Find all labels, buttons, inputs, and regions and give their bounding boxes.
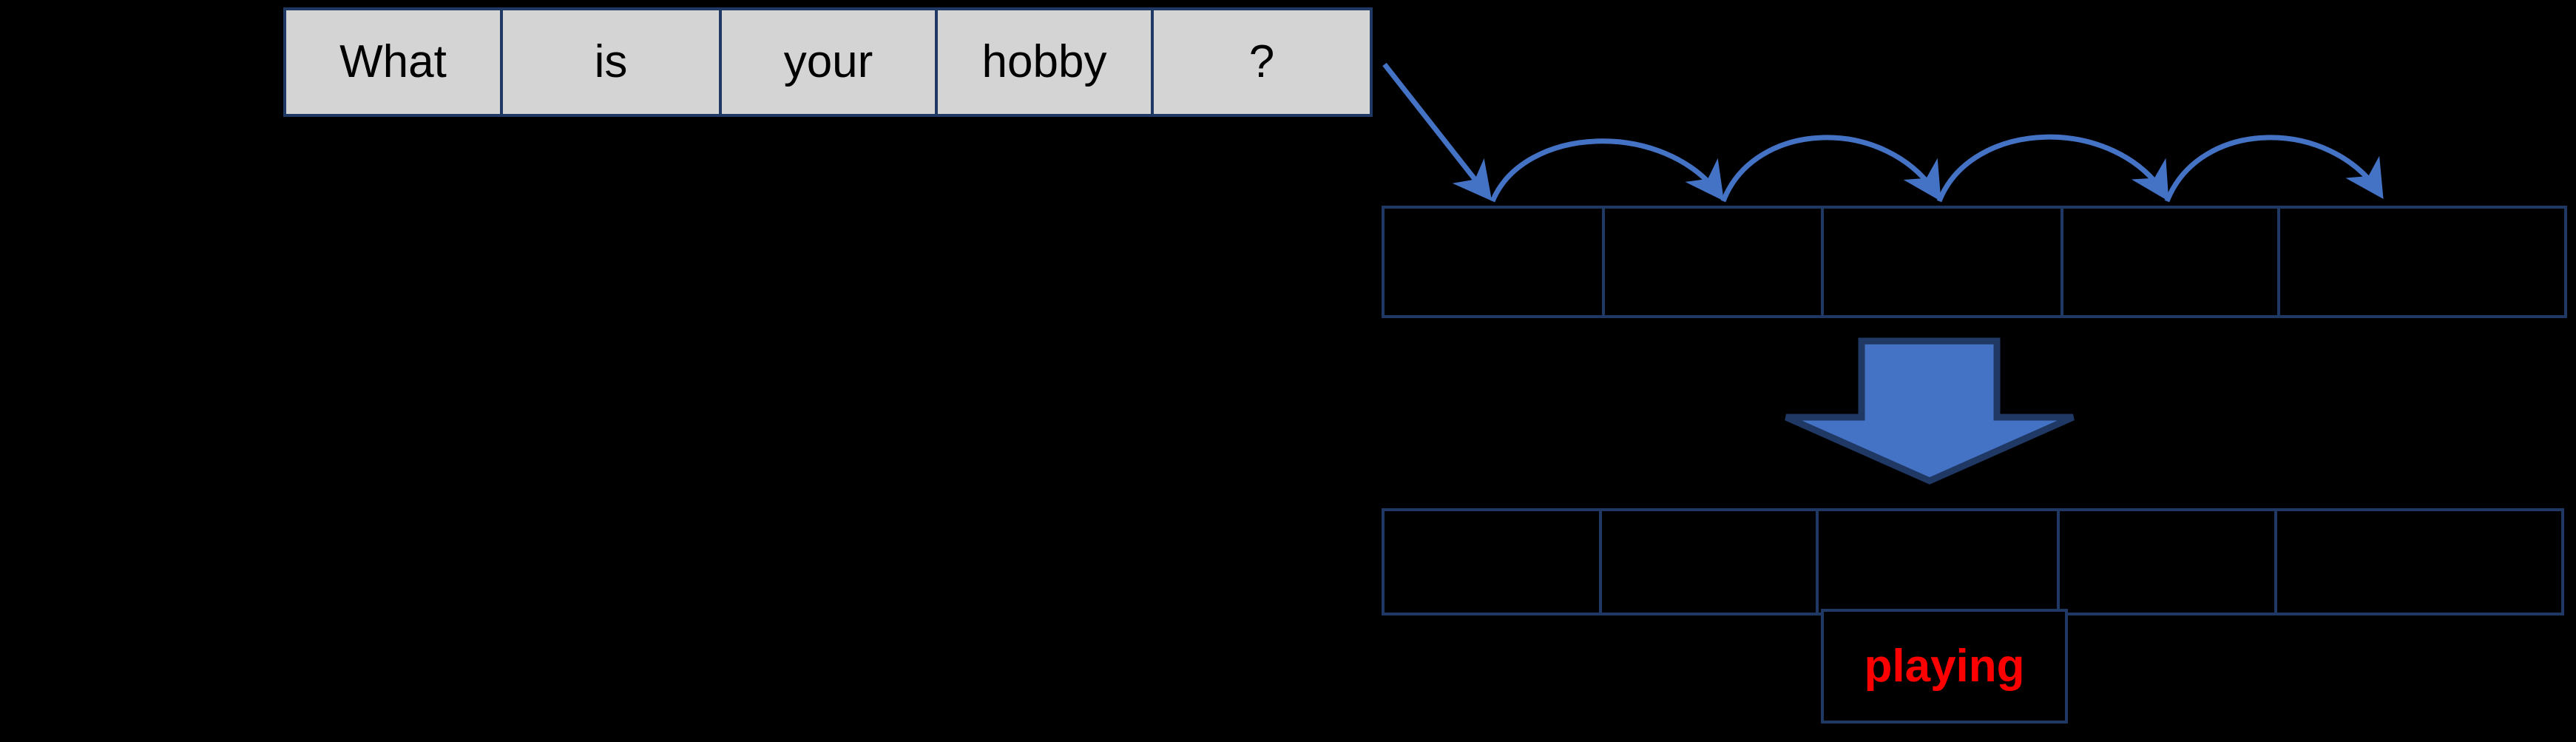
decoder-cell-2[interactable] xyxy=(1816,508,2060,615)
generated-word-label: playing xyxy=(1864,640,2025,692)
decoder-cell-1[interactable] xyxy=(1599,508,1819,615)
decoder-cell-4[interactable] xyxy=(2274,508,2564,615)
source-cell-label: is xyxy=(594,36,628,87)
encoder-cell-3[interactable] xyxy=(2061,206,2280,318)
encoder-to-decoder-block-arrow xyxy=(1785,337,2075,485)
recurrent-arc-1 xyxy=(1490,138,1724,203)
encoder-cell-0[interactable] xyxy=(1382,206,1605,318)
decoder-cell-3[interactable] xyxy=(2057,508,2277,615)
encoder-cell-4[interactable] xyxy=(2277,206,2567,318)
recurrent-arc-2 xyxy=(1720,135,1941,203)
source-cell-label: ? xyxy=(1248,36,1275,87)
recurrent-arc-3 xyxy=(1936,134,2169,203)
source-cell-2[interactable]: your xyxy=(719,7,938,117)
source-cell-label: What xyxy=(339,36,447,87)
source-cell-0[interactable]: What xyxy=(283,7,503,117)
source-cell-1[interactable]: is xyxy=(500,7,722,117)
recurrent-arc-4 xyxy=(2164,135,2384,203)
generated-word-box[interactable]: playing xyxy=(1821,609,2068,724)
decoder-cell-0[interactable] xyxy=(1382,508,1602,615)
decoder-states-row xyxy=(1382,508,2564,615)
source-cell-label: hobby xyxy=(981,36,1107,87)
source-cell-3[interactable]: hobby xyxy=(935,7,1154,117)
source-cell-label: your xyxy=(783,36,873,87)
source-to-encoder-arrow xyxy=(1382,62,1492,201)
encoder-cell-2[interactable] xyxy=(1821,206,2063,318)
source-sentence-row: What is your hobby ? xyxy=(283,7,1373,117)
source-cell-4[interactable]: ? xyxy=(1151,7,1373,117)
encoder-cell-1[interactable] xyxy=(1602,206,1824,318)
encoder-states-row xyxy=(1382,206,2567,318)
